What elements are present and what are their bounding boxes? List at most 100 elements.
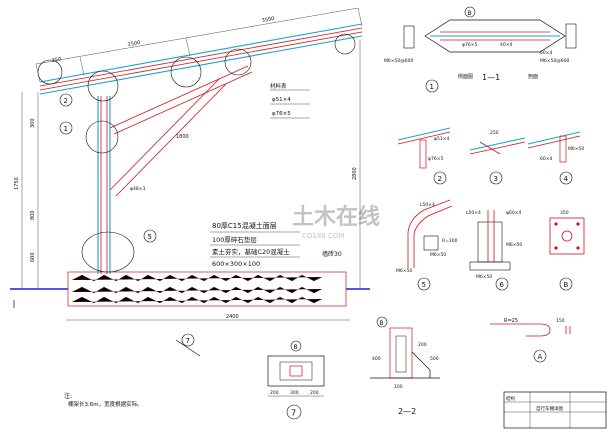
- watermark-brand: 土木在线: [292, 204, 380, 230]
- d6-bolt: M6×50: [506, 242, 522, 248]
- note-1: 80厚C15混凝土面层: [212, 221, 277, 230]
- top-dim-line: [35, 7, 359, 65]
- table-head: 材料表: [270, 82, 287, 90]
- svg-text:7: 7: [186, 337, 190, 345]
- roof-beam-top: [39, 23, 363, 83]
- main-elevation: 350 2500 3500 300 1750 800 600 2800 2400…: [10, 7, 370, 347]
- dim-top-1: 350: [51, 56, 61, 64]
- note-2: 100厚碎石垫层: [212, 235, 257, 244]
- d4-bolt: M6×50: [568, 146, 584, 152]
- plan-d2: 300: [290, 390, 299, 396]
- note-4: 600×300×100: [212, 260, 260, 268]
- s11-pipe: φ76×5: [462, 42, 477, 48]
- bubble-5: [143, 229, 157, 243]
- tb-cell1: 结构: [506, 395, 515, 402]
- dim-top-3: 3500: [261, 16, 275, 24]
- svg-text:4: 4: [564, 175, 569, 183]
- foundation-hatch: [71, 274, 323, 304]
- s11-dim-a: 40×4: [500, 42, 512, 48]
- brace2-red1: [109, 77, 221, 191]
- dim-mid: 1800: [176, 134, 189, 140]
- bubble-4: [559, 171, 573, 185]
- d3-dim: 250: [490, 130, 499, 136]
- title-block: 结构 自行车棚详图: [503, 391, 607, 429]
- watermark: 土木在线 CO188.COM: [292, 204, 380, 240]
- svg-text:B: B: [564, 281, 569, 289]
- bubble-7b: [286, 404, 302, 420]
- s11-title: 1—1: [482, 73, 500, 82]
- d4-dim: 60×4: [540, 156, 552, 162]
- bubble-6: [495, 277, 509, 291]
- bubble-B2: [376, 316, 388, 328]
- left-bracket: [403, 25, 415, 49]
- bubble-B-top: [464, 6, 476, 18]
- base-plate: [549, 217, 585, 255]
- s22-dim1: 200: [418, 342, 427, 348]
- bubble-2b: [433, 171, 447, 185]
- roof-beam-bottom: [39, 35, 363, 95]
- dim-left-3: 800: [30, 210, 36, 220]
- svg-text:B: B: [294, 344, 298, 351]
- d5-bolt2: M6×50: [396, 268, 412, 274]
- side-note: 墙砖30: [322, 250, 342, 258]
- note-prefix: 注:: [64, 392, 72, 400]
- bubble-B: [559, 277, 573, 291]
- dA-r: R=25: [504, 318, 518, 324]
- s11-dim-b: 60×4: [540, 50, 552, 56]
- pipe-label-2: φ76×5: [272, 111, 291, 117]
- bubble-A: [533, 349, 547, 363]
- bubble-3: [489, 171, 503, 185]
- dB-dim: 350: [560, 210, 569, 216]
- svg-text:5: 5: [148, 233, 152, 241]
- detail-circle-a: [37, 59, 63, 85]
- bubble-7: [181, 333, 195, 347]
- section-1-1: 40×4 φ76×5 M6×50@600 M6×50@600 60×4 侧面图 …: [384, 6, 577, 93]
- bubble-2: [59, 93, 73, 107]
- detail-circle-g: [81, 231, 135, 273]
- svg-text:2: 2: [438, 175, 442, 183]
- svg-text:2: 2: [64, 97, 68, 105]
- s11-left-label: 侧面图: [458, 73, 473, 80]
- s22-title: 2—2: [398, 407, 416, 416]
- elev-bubbles: 1 2 5 7: [59, 93, 195, 347]
- brace2-red2: [115, 83, 227, 197]
- s22-dim2: 500: [430, 356, 439, 362]
- brace-red2: [113, 71, 253, 135]
- watermark-url: CO188.COM: [302, 232, 344, 240]
- dim-base: 2400: [226, 314, 239, 320]
- bubble-1b: [425, 79, 439, 93]
- bubble-1: [59, 121, 73, 135]
- detail-circle-d: [224, 48, 252, 76]
- s11-right-label: 剖面: [528, 73, 538, 80]
- bubble-B3: [290, 340, 302, 352]
- detail-A: R=25 150 A: [490, 318, 571, 363]
- svg-text:B: B: [468, 10, 472, 17]
- svg-text:1: 1: [64, 125, 68, 133]
- s11-bolt2: M6×50@600: [540, 58, 569, 64]
- plan-d3: 200: [310, 390, 319, 396]
- note-3: 素土夯实，基础C20混凝土: [212, 247, 290, 256]
- roof-beam-red2: [39, 31, 363, 91]
- section-outline: [424, 19, 566, 53]
- brace-red1: [109, 65, 249, 129]
- roof-beam-red1: [39, 27, 363, 87]
- svg-text:B: B: [380, 320, 384, 327]
- d5-bolt: M6×50: [430, 252, 446, 258]
- svg-text:6: 6: [500, 281, 505, 289]
- hook-bar: [490, 323, 551, 337]
- details-5-6-B: L50×4 R=100 M6×50 M6×50 5 L50×4 φ60×4 M6…: [396, 199, 585, 291]
- detail-circle-c: [170, 56, 202, 88]
- plan-7: 200 300 200 B 7: [267, 340, 325, 420]
- dim-left-4: 600: [30, 252, 36, 262]
- details-2-3-4: φ51×4 φ76×5 2 250 3 60×4 M6×50 4: [397, 127, 584, 185]
- d6-dim2: φ60×4: [506, 210, 521, 216]
- detail-circle-b: [87, 70, 119, 102]
- dim-left-2: 1750: [14, 177, 20, 190]
- d2-pipe1: φ51×4: [434, 136, 449, 142]
- dA-dim: 150: [556, 318, 565, 324]
- svg-text:5: 5: [422, 281, 426, 289]
- detail-circle-e: [334, 33, 356, 55]
- note-text: 棚架长3.6m，宽度根据实际。: [68, 400, 143, 408]
